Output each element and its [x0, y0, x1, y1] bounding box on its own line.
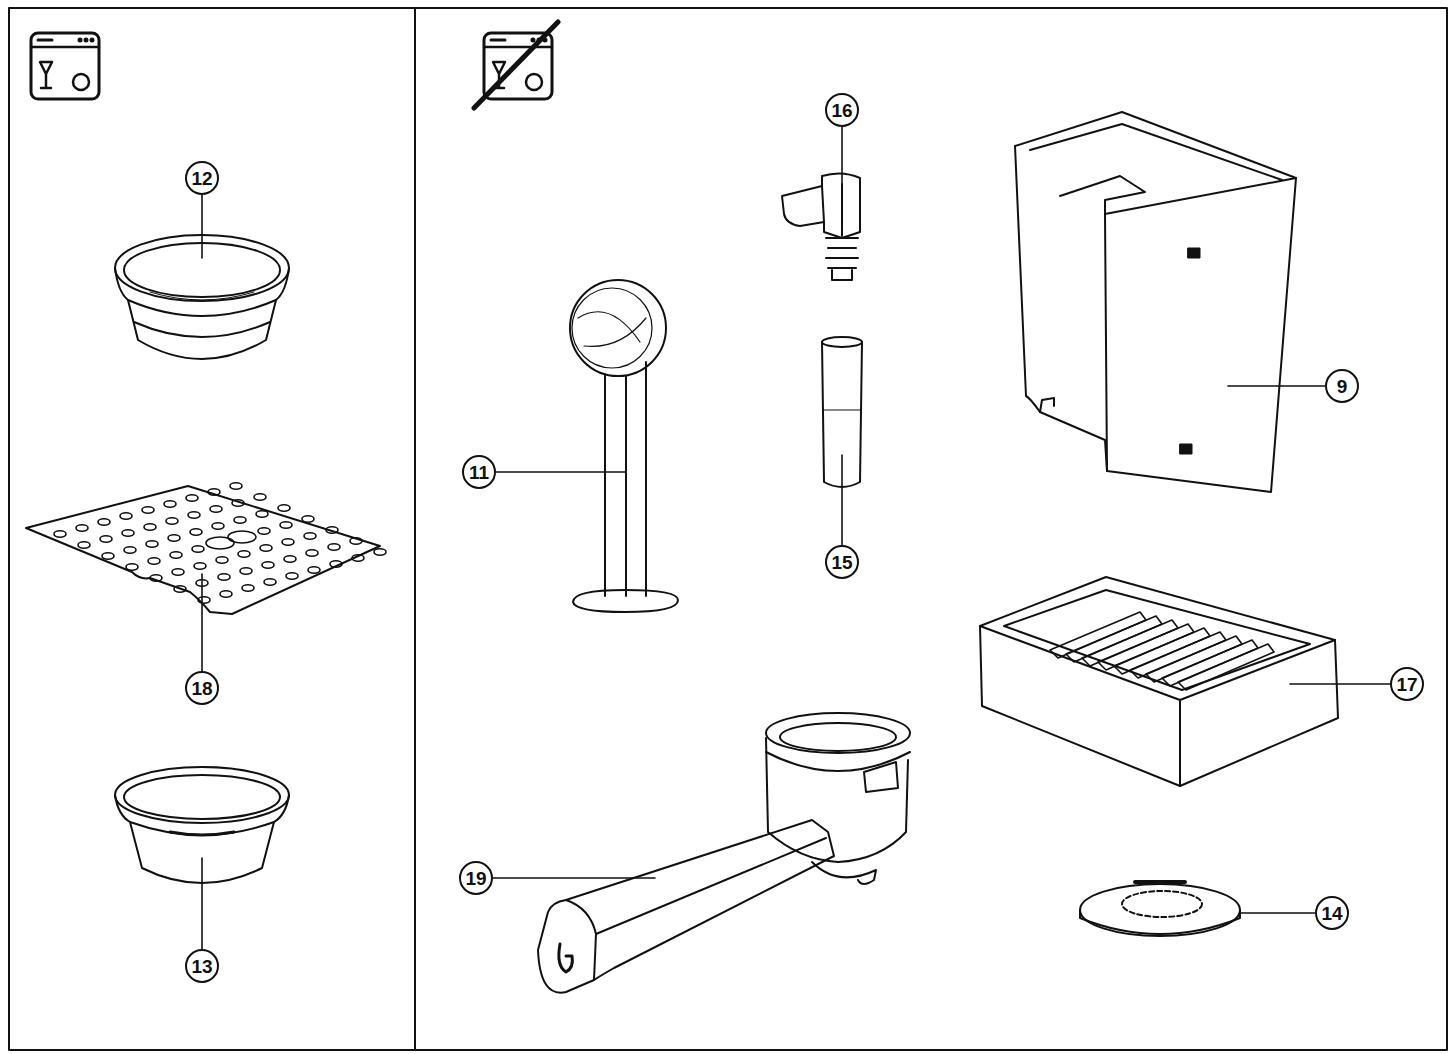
callout-number: 19: [465, 869, 486, 888]
callout-circle: 16: [825, 93, 859, 127]
drain-hole: [188, 512, 200, 518]
callout-number: 12: [191, 169, 212, 188]
drain-hole: [208, 489, 220, 495]
drain-hole: [230, 483, 242, 489]
tray-fin: [1178, 644, 1274, 690]
drain-hole: [194, 563, 206, 569]
callout-circle: 9: [1325, 369, 1359, 403]
drain-hole: [146, 541, 158, 547]
drain-hole: [170, 552, 182, 558]
drain-hole: [262, 562, 274, 568]
drain-hole: [218, 574, 230, 580]
drain-hole: [168, 535, 180, 541]
drain-hole: [238, 551, 250, 557]
callout-circle: 11: [462, 455, 496, 489]
callout-circle: 19: [459, 861, 493, 895]
drain-hole: [286, 573, 298, 579]
drip-tray: [980, 577, 1338, 786]
drain-hole: [126, 564, 138, 570]
drain-hole: [352, 555, 364, 561]
callout-number: 11: [469, 463, 489, 482]
leader-lines: [202, 127, 1390, 949]
drain-hole: [326, 527, 338, 533]
water-tank: [1015, 112, 1296, 492]
drain-hole: [174, 586, 186, 592]
drain-hole: [280, 522, 292, 528]
drain-hole: [242, 585, 254, 591]
drain-hole: [220, 591, 232, 597]
drain-hole: [302, 516, 314, 522]
callout-circle: 13: [185, 949, 219, 983]
drain-hole: [54, 531, 66, 537]
drain-hole: [228, 531, 256, 543]
drain-hole: [186, 495, 198, 501]
drain-hole: [350, 538, 362, 544]
drain-hole: [198, 597, 210, 603]
drain-hole: [210, 506, 222, 512]
drain-hole: [330, 561, 342, 567]
drain-hole: [216, 557, 228, 563]
drain-hole: [166, 518, 178, 524]
drain-hole: [240, 568, 252, 574]
drain-hole: [374, 549, 386, 555]
drain-hole: [258, 528, 270, 534]
dishwasher-icon: [31, 33, 99, 99]
callout-circle: 18: [185, 671, 219, 705]
callout-number: 13: [191, 957, 212, 976]
drip-plate: [26, 483, 386, 614]
callout-number: 16: [831, 101, 852, 120]
drain-hole: [78, 542, 90, 548]
drain-hole: [284, 556, 296, 562]
drain-hole: [76, 525, 88, 531]
drain-hole: [254, 494, 266, 500]
drain-hole: [120, 513, 132, 519]
drain-hole: [122, 530, 134, 536]
drain-hole: [124, 547, 136, 553]
drain-hole: [308, 567, 320, 573]
drain-hole: [144, 524, 156, 530]
drain-hole: [148, 558, 160, 564]
drain-hole: [260, 545, 272, 551]
callout-circle: 17: [1390, 667, 1424, 701]
callout-circle: 15: [825, 545, 859, 579]
tamper: [570, 280, 678, 612]
drain-hole: [172, 569, 184, 575]
drain-hole: [190, 529, 202, 535]
frame: [9, 8, 1447, 1050]
drain-hole: [150, 575, 162, 581]
portafilter: [538, 713, 910, 993]
callout-circle: 12: [185, 161, 219, 195]
callout-number: 18: [191, 679, 212, 698]
drain-hole: [164, 501, 176, 507]
drain-hole: [102, 553, 114, 559]
drain-hole: [234, 517, 246, 523]
drain-hole: [212, 523, 224, 529]
callout-circle: 14: [1315, 896, 1349, 930]
drain-hole: [142, 507, 154, 513]
adapter-ring: [1080, 882, 1240, 936]
drain-hole: [192, 546, 204, 552]
no-dishwasher-icon: [474, 22, 558, 108]
drain-hole: [278, 505, 290, 511]
drain-hole: [232, 500, 244, 506]
callout-number: 17: [1396, 675, 1417, 694]
callout-number: 9: [1337, 377, 1348, 396]
drain-hole: [282, 539, 294, 545]
drain-hole: [264, 579, 276, 585]
drain-hole: [306, 550, 318, 556]
divider: [414, 8, 416, 1050]
drain-hole: [256, 511, 268, 517]
callout-number: 15: [831, 553, 852, 572]
drain-hole: [98, 519, 110, 525]
drain-hole: [206, 537, 234, 549]
steam-nozzle: [782, 173, 860, 280]
drain-hole: [328, 544, 340, 550]
drain-hole: [304, 533, 316, 539]
drain-hole: [100, 536, 112, 542]
callout-number: 14: [1321, 904, 1342, 923]
